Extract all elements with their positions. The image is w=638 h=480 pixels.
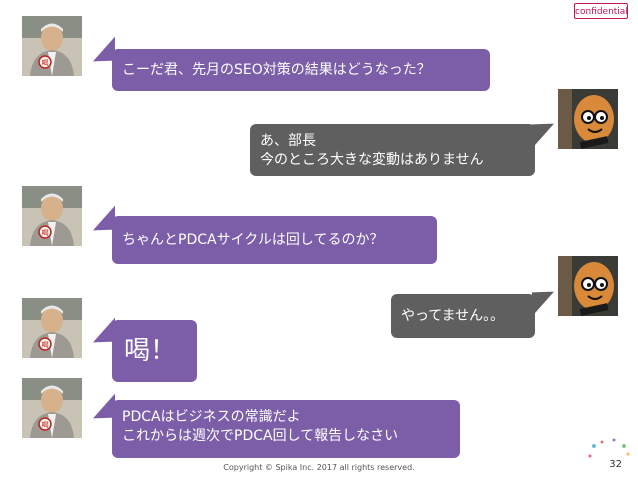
confidential-badge: confidential xyxy=(574,3,628,19)
message-bubble-boss: PDCAはビジネスの常識だよ これからは週次でPDCA回して報告しなさい xyxy=(112,400,460,458)
message-bubble-boss: こーだ君、先月のSEO対策の結果はどうなった？ xyxy=(112,49,490,91)
message-bubble-boss: 喝！ xyxy=(112,320,197,382)
subordinate-avatar-icon xyxy=(558,256,618,316)
boss-avatar-icon: 喝 xyxy=(22,16,82,76)
bubble-tail xyxy=(532,111,554,149)
subordinate-avatar-icon xyxy=(558,89,618,149)
boss-avatar-icon: 喝 xyxy=(22,298,82,358)
page-number: 32 xyxy=(609,459,622,470)
message-bubble-subordinate: あ、部長 今のところ大きな変動はありません xyxy=(250,124,535,176)
svg-text:喝: 喝 xyxy=(42,229,49,237)
svg-text:喝: 喝 xyxy=(42,421,49,429)
boss-avatar-icon: 喝 xyxy=(22,378,82,438)
svg-text:喝: 喝 xyxy=(42,59,49,67)
svg-text:喝: 喝 xyxy=(42,341,49,349)
bubble-tail xyxy=(532,279,554,317)
company-logo-icon xyxy=(586,436,634,476)
message-bubble-boss: ちゃんとPDCAサイクルは回してるのか？ xyxy=(112,216,437,264)
boss-avatar-icon: 喝 xyxy=(22,186,82,246)
message-bubble-subordinate: やってません。。 xyxy=(391,294,535,338)
copyright-footer: Copyright © Spika Inc. 2017 all rights r… xyxy=(223,463,415,472)
